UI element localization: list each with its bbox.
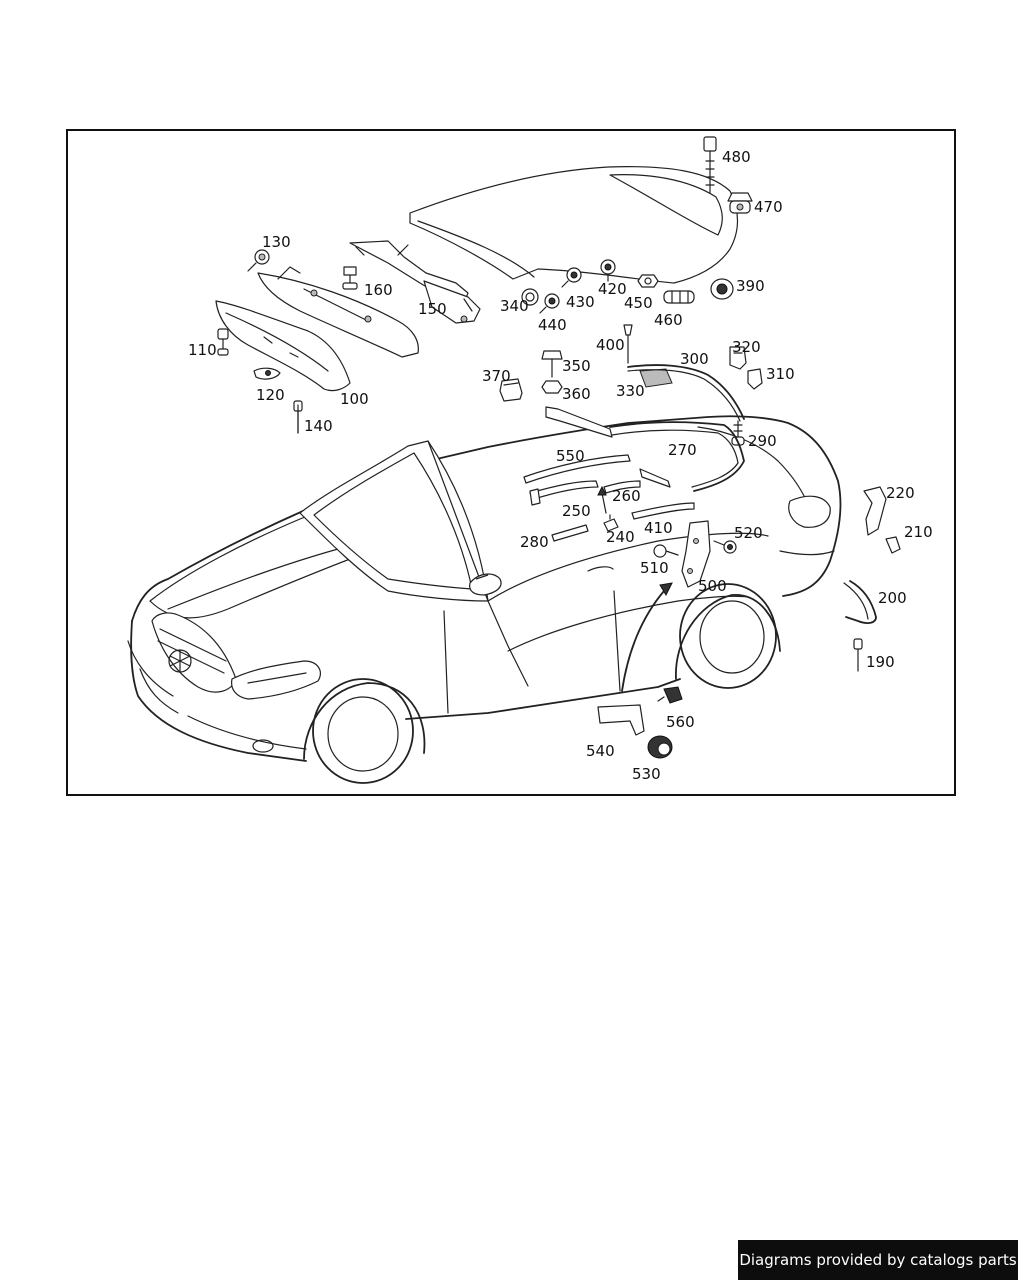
- arrow-260: [597, 485, 607, 514]
- label-190: 190: [866, 653, 895, 671]
- label-420: 420: [598, 280, 627, 298]
- label-160: 160: [364, 281, 393, 299]
- label-520: 520: [734, 524, 763, 542]
- seal-250: [529, 480, 599, 506]
- clip-240: [603, 514, 619, 532]
- clip-310: [747, 368, 763, 390]
- bracket-220: [863, 486, 887, 536]
- label-460: 460: [654, 311, 683, 329]
- label-510: 510: [640, 559, 669, 577]
- screw-520: [713, 540, 737, 554]
- seal-410: [631, 502, 695, 520]
- pad-330: [639, 368, 673, 388]
- nut-450: [637, 274, 659, 288]
- credit-banner: Diagrams provided by catalogs parts: [738, 1240, 1018, 1280]
- car-body-illustration: [127, 415, 842, 784]
- bolt-210: [885, 536, 901, 554]
- seal-260: [603, 480, 641, 494]
- bolt-470: [727, 192, 753, 214]
- hinge-arm-150: [349, 240, 481, 324]
- seal-550: [523, 454, 631, 484]
- screw-420: [600, 259, 616, 282]
- windshield-frame-bar: [257, 266, 419, 358]
- label-300: 300: [680, 350, 709, 368]
- label-140: 140: [304, 417, 333, 435]
- label-290: 290: [748, 432, 777, 450]
- label-200: 200: [878, 589, 907, 607]
- seal-300: [627, 364, 745, 422]
- clip-120: [253, 367, 281, 380]
- screw-510: [653, 544, 679, 558]
- bolt-480: [703, 136, 717, 194]
- label-320: 320: [732, 338, 761, 356]
- label-540: 540: [586, 742, 615, 760]
- label-440: 440: [538, 316, 567, 334]
- clip-560: [657, 686, 683, 704]
- washer-340: [521, 288, 539, 306]
- bolt-290: [731, 420, 745, 446]
- rear-crossmember-100: [215, 300, 351, 392]
- label-480: 480: [722, 148, 751, 166]
- parts-diagram: 480 470 130 160 420 390 340 430 450 150 …: [127, 136, 933, 784]
- rod-200: [843, 580, 877, 624]
- label-120: 120: [256, 386, 285, 404]
- label-280: 280: [520, 533, 549, 551]
- label-360: 360: [562, 385, 591, 403]
- label-100: 100: [340, 390, 369, 408]
- label-410: 410: [644, 519, 673, 537]
- credit-text: Diagrams provided by catalogs parts: [739, 1251, 1017, 1269]
- label-400: 400: [596, 336, 625, 354]
- pin-190: [853, 638, 863, 672]
- label-470: 470: [754, 198, 783, 216]
- label-350: 350: [562, 357, 591, 375]
- fastener-110: [217, 328, 229, 356]
- label-390: 390: [736, 277, 765, 295]
- part-labels: 480 470 130 160 420 390 340 430 450 150 …: [188, 148, 933, 783]
- label-340: 340: [500, 297, 529, 315]
- label-500: 500: [698, 577, 727, 595]
- label-220: 220: [886, 484, 915, 502]
- clip-320: [729, 346, 747, 370]
- label-110: 110: [188, 341, 217, 359]
- label-150: 150: [418, 300, 447, 318]
- template-540: [597, 704, 645, 736]
- label-370: 370: [482, 367, 511, 385]
- arrow-540: [621, 582, 673, 692]
- label-310: 310: [766, 365, 795, 383]
- screw-440: [539, 293, 560, 314]
- washer-390: [710, 278, 734, 300]
- diagram-frame: 480 470 130 160 420 390 340 430 450 150 …: [66, 129, 956, 796]
- bolt-350: [541, 350, 563, 378]
- cover-370: [499, 378, 523, 402]
- pin-400: [623, 324, 633, 364]
- strip-280: [551, 524, 589, 542]
- seal-270: [545, 406, 745, 492]
- soft-top-illustration: [409, 166, 739, 284]
- label-270: 270: [668, 441, 697, 459]
- label-550: 550: [556, 447, 585, 465]
- label-450: 450: [624, 294, 653, 312]
- fastener-160: [342, 266, 358, 290]
- label-330: 330: [616, 382, 645, 400]
- bracket-500: [681, 520, 711, 588]
- label-430: 430: [566, 293, 595, 311]
- bolt-460: [663, 290, 695, 304]
- label-210: 210: [904, 523, 933, 541]
- label-260: 260: [612, 487, 641, 505]
- label-250: 250: [562, 502, 591, 520]
- fastener-130: [247, 249, 270, 272]
- roller-530: [647, 735, 673, 759]
- label-560: 560: [666, 713, 695, 731]
- label-530: 530: [632, 765, 661, 783]
- nut-360: [541, 380, 563, 394]
- label-130: 130: [262, 233, 291, 251]
- label-240: 240: [606, 528, 635, 546]
- screw-430: [561, 267, 582, 288]
